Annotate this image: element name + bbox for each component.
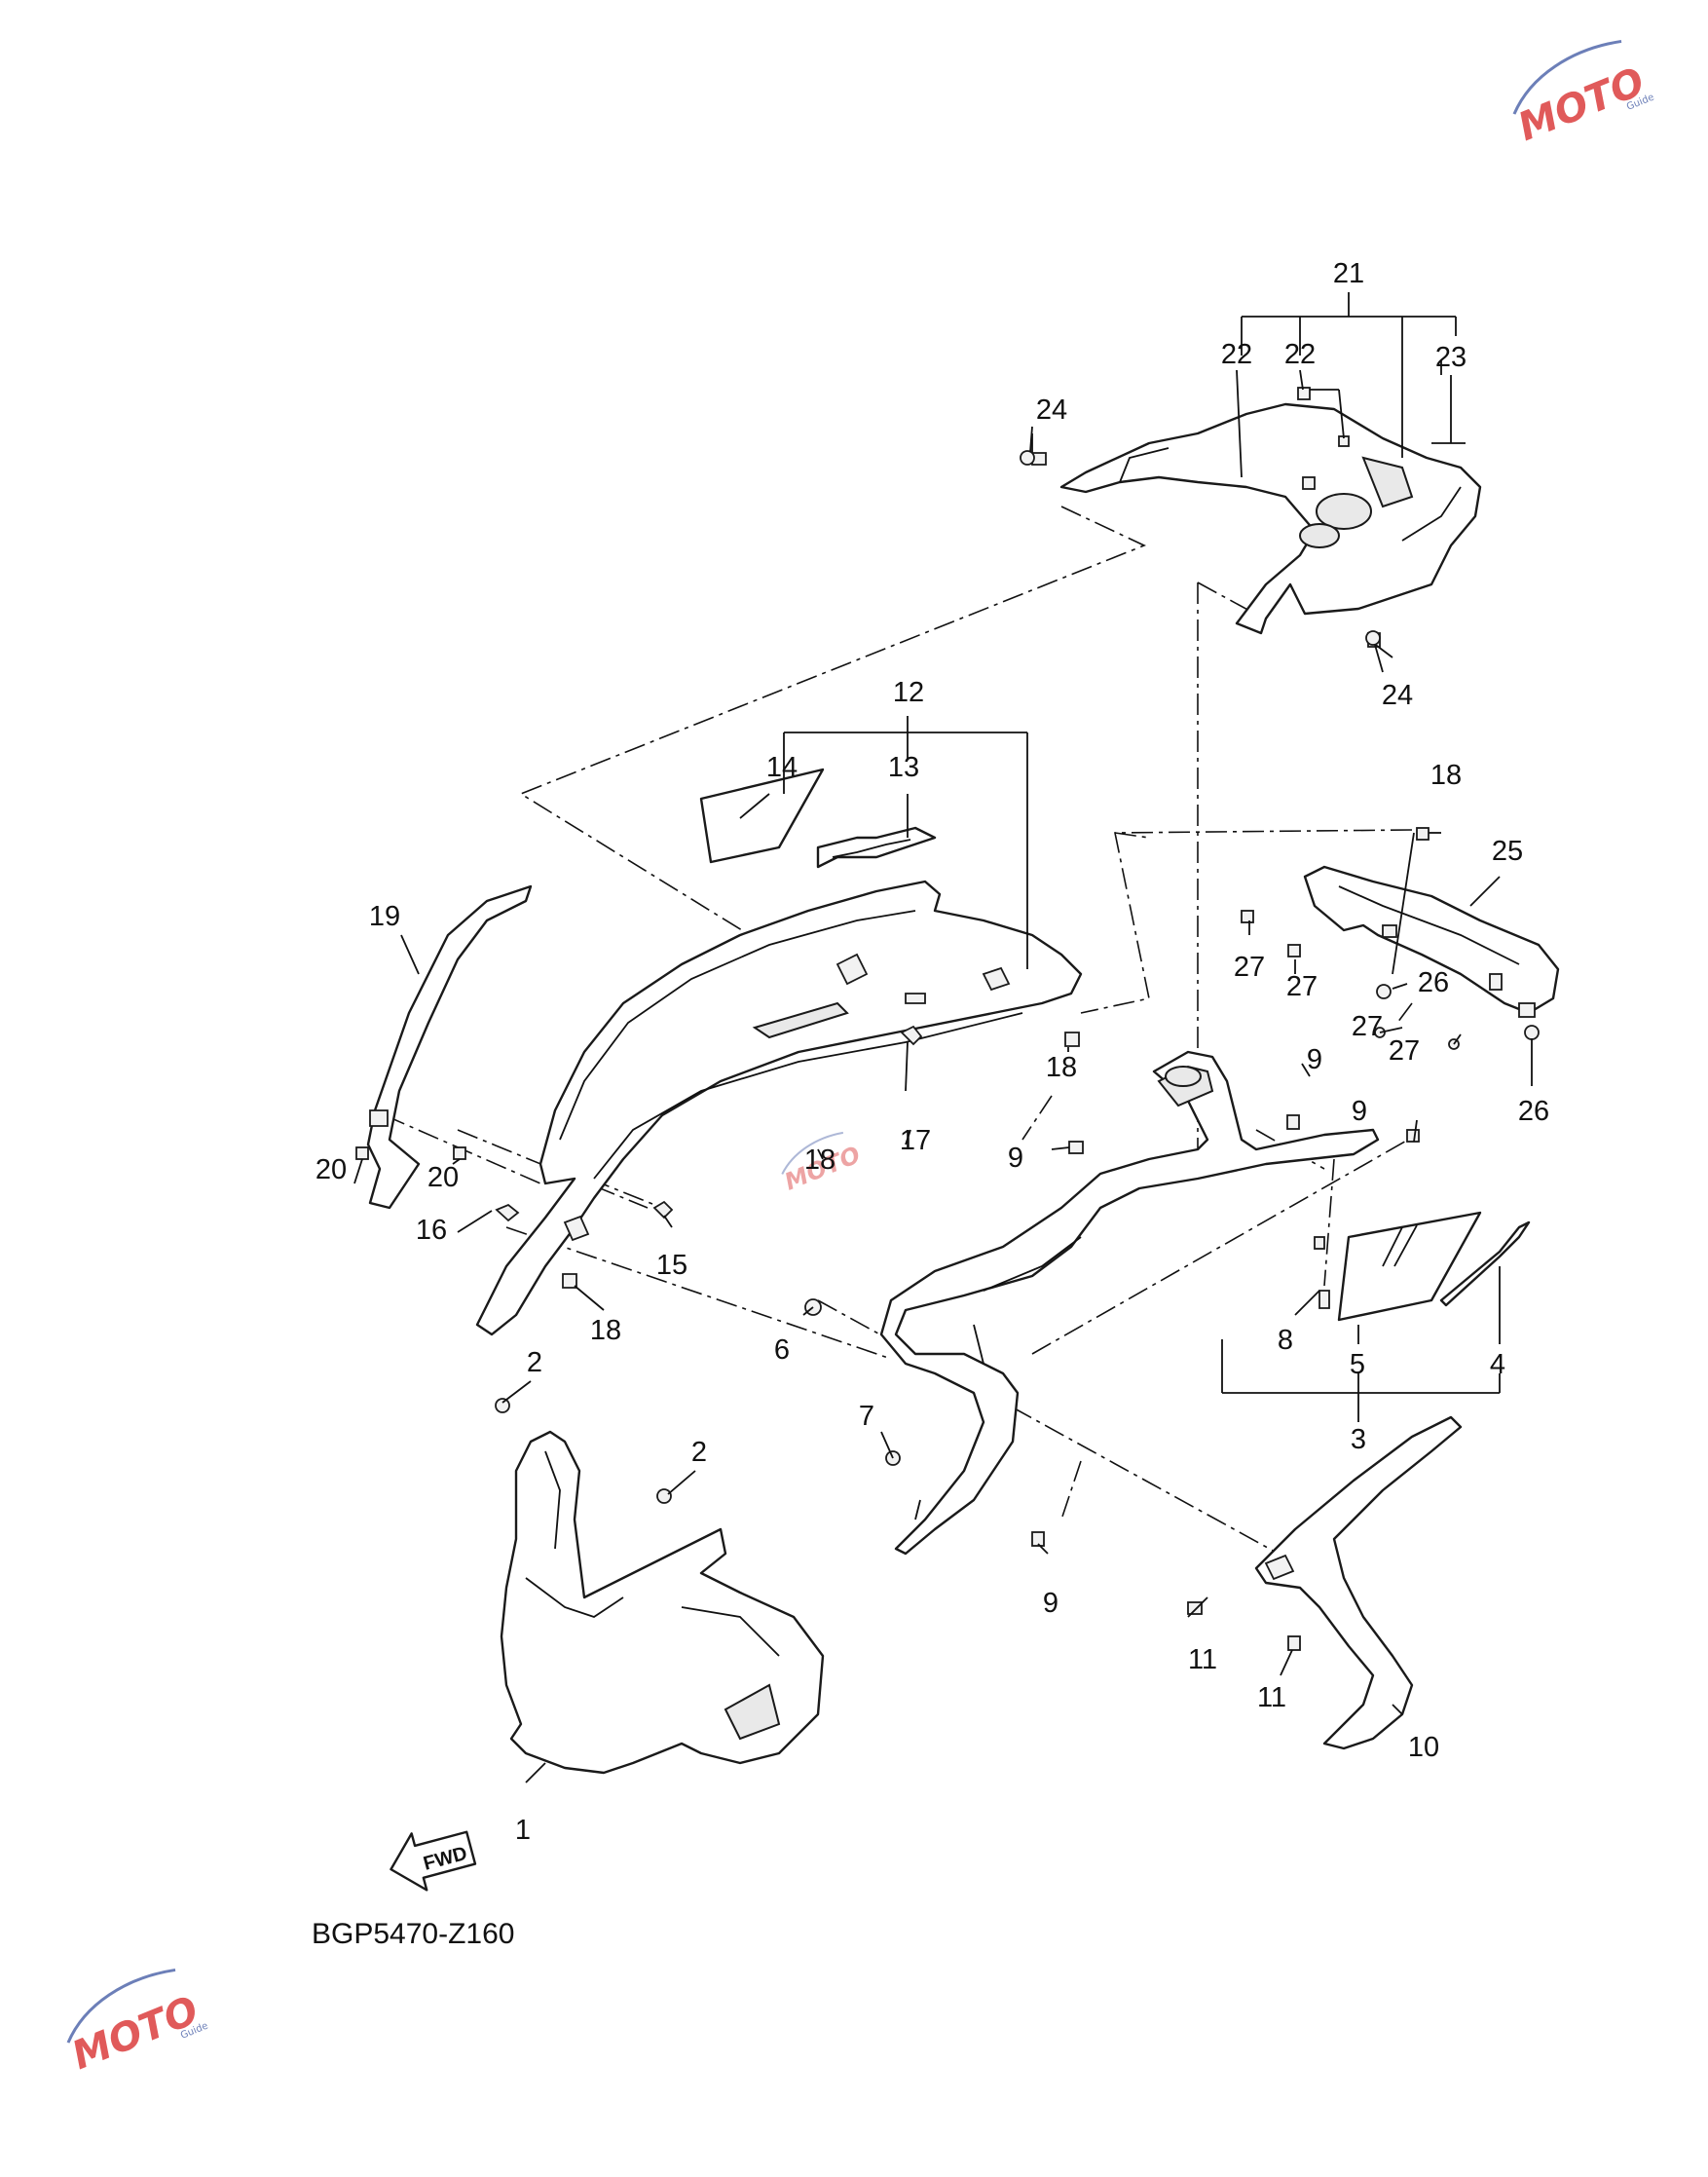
callout-26: 26 [1518,1096,1549,1127]
callout-4: 4 [1490,1349,1505,1380]
callout-16: 16 [416,1215,447,1246]
callout-24: 24 [1382,680,1413,711]
callout-21: 21 [1333,258,1364,289]
callout-labels: 1 2 2 3 4 5 6 7 8 9 9 9 9 10 11 11 12 13… [316,258,1549,1846]
callout-18: 18 [804,1145,835,1176]
watermark-logo-bottom: MOTO Guide [66,1968,209,2079]
callout-22: 22 [1221,339,1252,370]
callout-9: 9 [1307,1044,1322,1075]
callout-9: 9 [1352,1096,1367,1127]
watermark-logo-top: MOTO Guide [1512,39,1655,150]
callout-5: 5 [1350,1349,1365,1380]
callout-1: 1 [515,1815,531,1846]
fasteners [355,450,1540,1651]
callout-23: 23 [1435,342,1467,373]
callout-25: 25 [1492,836,1523,867]
callout-27: 27 [1286,971,1318,1002]
callout-17: 17 [900,1125,931,1156]
leader-lines [353,360,1533,1783]
callout-24: 24 [1036,394,1067,426]
callout-26: 26 [1418,967,1449,998]
callout-6: 6 [774,1334,790,1366]
callout-9: 9 [1043,1588,1058,1619]
callout-27: 27 [1389,1035,1420,1067]
callout-11: 11 [1188,1644,1217,1675]
label-3-bracket [1221,1266,1501,1422]
part-side-cover-left [475,768,1083,1336]
callout-2: 2 [691,1437,707,1468]
callout-18: 18 [1046,1052,1077,1083]
part-25-rear-garnish [1303,865,1560,1018]
callout-20: 20 [316,1154,347,1185]
part-3-lower-cover [879,1050,1531,1556]
callout-8: 8 [1278,1325,1293,1356]
callout-18: 18 [590,1315,621,1346]
callout-10: 10 [1408,1732,1439,1763]
callout-22: 22 [1284,339,1316,370]
label-21-bracket [1031,292,1466,658]
callout-27: 27 [1234,952,1265,983]
callout-9: 9 [1008,1143,1023,1174]
part-1-front-cover [500,1430,825,1775]
fwd-arrow-icon: FWD [390,1830,477,1892]
callout-3: 3 [1351,1424,1366,1455]
diagram-code: BGP5470-Z160 [312,1918,514,1950]
callout-2: 2 [527,1347,542,1378]
part-upper-cowl-assembly [1031,387,1482,648]
callout-7: 7 [859,1401,874,1432]
callout-27: 27 [1352,1011,1383,1042]
callout-19: 19 [369,901,400,932]
callout-12: 12 [893,677,924,708]
part-19-strip [366,884,533,1210]
callout-13: 13 [888,752,919,783]
part-10-strip [1254,1415,1463,1750]
callout-18: 18 [1430,760,1462,791]
callout-20: 20 [427,1162,459,1193]
connection-lines [384,506,1418,1569]
callout-11: 11 [1257,1682,1286,1713]
callout-14: 14 [766,752,798,783]
label-12-bracket [783,716,1028,969]
callout-15: 15 [656,1250,687,1281]
